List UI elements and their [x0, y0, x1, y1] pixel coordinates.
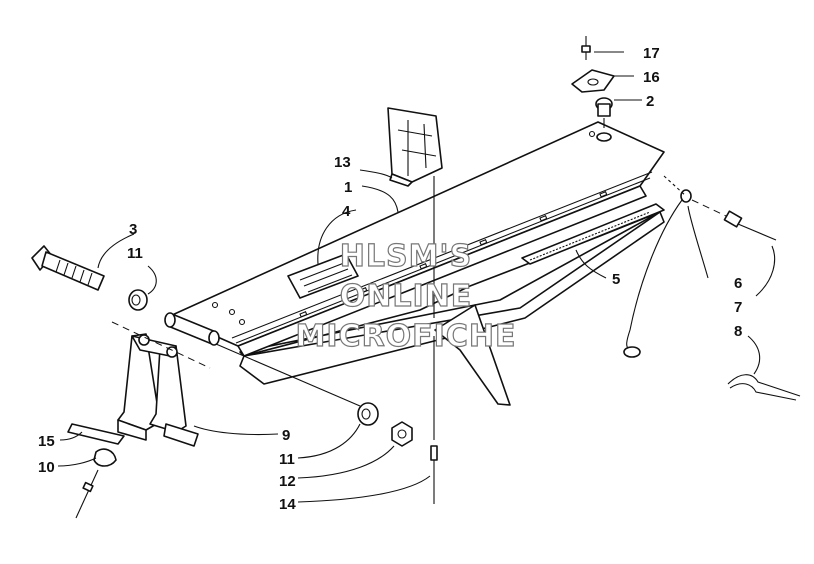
axis-line — [215, 343, 361, 407]
bushing-body — [357, 402, 379, 426]
retainer-clip — [387, 107, 443, 187]
fastener-head — [93, 448, 117, 467]
pivot-tube — [164, 312, 220, 346]
callout-16: 16 — [643, 69, 660, 86]
grommet-body — [597, 103, 611, 117]
rail-top-face — [169, 121, 665, 347]
callout-7: 7 — [734, 299, 742, 316]
pivot-tube-end — [164, 312, 176, 328]
main-rail — [169, 121, 665, 406]
callout-labels: 1 2 3 4 5 6 7 8 9 10 11 11 12 13 14 15 1… — [38, 45, 742, 513]
lanyard-ring — [680, 189, 692, 203]
rivet-top — [581, 36, 591, 60]
axis-line — [111, 321, 211, 369]
lanyard-cable — [623, 175, 692, 358]
mount-hole — [588, 130, 596, 138]
callout-1: 1 — [344, 179, 352, 196]
callout-15: 15 — [38, 433, 55, 450]
rivet-head — [430, 445, 438, 461]
mounting-bracket — [117, 333, 199, 447]
callout-8: 8 — [734, 323, 742, 340]
mount-hole — [238, 318, 246, 326]
callout-10: 10 — [38, 459, 55, 476]
callout-3: 3 — [129, 221, 137, 238]
hairpin-body — [727, 374, 801, 401]
bushing-bottom — [357, 402, 379, 426]
pin-head — [723, 210, 743, 228]
strip-body — [67, 423, 125, 445]
watermark-line-3: MICROFICHE — [296, 319, 517, 354]
lanyard-eyelet — [623, 346, 641, 358]
hinge-knuckles — [299, 191, 608, 318]
warning-decal — [287, 253, 359, 299]
rail-front-edge — [237, 185, 647, 357]
watermark-line-2: ONLINE — [340, 279, 473, 314]
callout-2: 2 — [646, 93, 654, 110]
bracket-foot — [163, 423, 199, 447]
lock-nut — [391, 421, 413, 447]
bolt-shank — [41, 251, 105, 291]
callout-17: 17 — [643, 45, 660, 62]
hinge-line — [231, 171, 653, 339]
push-fastener — [75, 448, 117, 519]
mount-hole — [211, 301, 219, 309]
plate-body — [571, 69, 615, 93]
callout-13: 13 — [334, 154, 351, 171]
mounting-plate — [571, 69, 615, 93]
callout-9: 9 — [282, 427, 290, 444]
nut-body — [391, 421, 413, 447]
grommet — [595, 97, 613, 117]
callout-6: 6 — [734, 275, 742, 292]
clip-body — [387, 107, 443, 183]
bushing-body — [128, 289, 148, 311]
watermark: HLSM'S ONLINE MICROFICHE — [295, 238, 517, 354]
callout-11-top: 11 — [127, 245, 143, 262]
pivot-bolt — [31, 245, 105, 291]
grommet-seat — [596, 132, 612, 142]
hairpin-clip — [727, 374, 801, 401]
rivet-top-head — [581, 45, 591, 53]
watermark-line-1: HLSM'S — [340, 239, 472, 274]
bushing-top — [128, 289, 148, 311]
backing-strip — [67, 423, 125, 445]
bracket-foot — [117, 419, 147, 441]
callout-4: 4 — [342, 203, 351, 220]
decal-plate — [287, 253, 359, 299]
leader-lines — [57, 51, 776, 503]
callout-11-bottom: 11 — [279, 451, 295, 468]
callout-5: 5 — [612, 271, 620, 288]
bracket-hole — [138, 334, 150, 346]
rail-keel — [434, 304, 511, 406]
lanyard-cord — [626, 199, 683, 349]
lock-pin — [691, 199, 777, 241]
rivet-bottom — [430, 445, 438, 504]
callout-12: 12 — [279, 473, 296, 490]
mount-hole — [228, 308, 236, 316]
callout-14: 14 — [279, 496, 296, 513]
rail-side-web — [239, 211, 665, 385]
wear-strip — [521, 203, 665, 265]
